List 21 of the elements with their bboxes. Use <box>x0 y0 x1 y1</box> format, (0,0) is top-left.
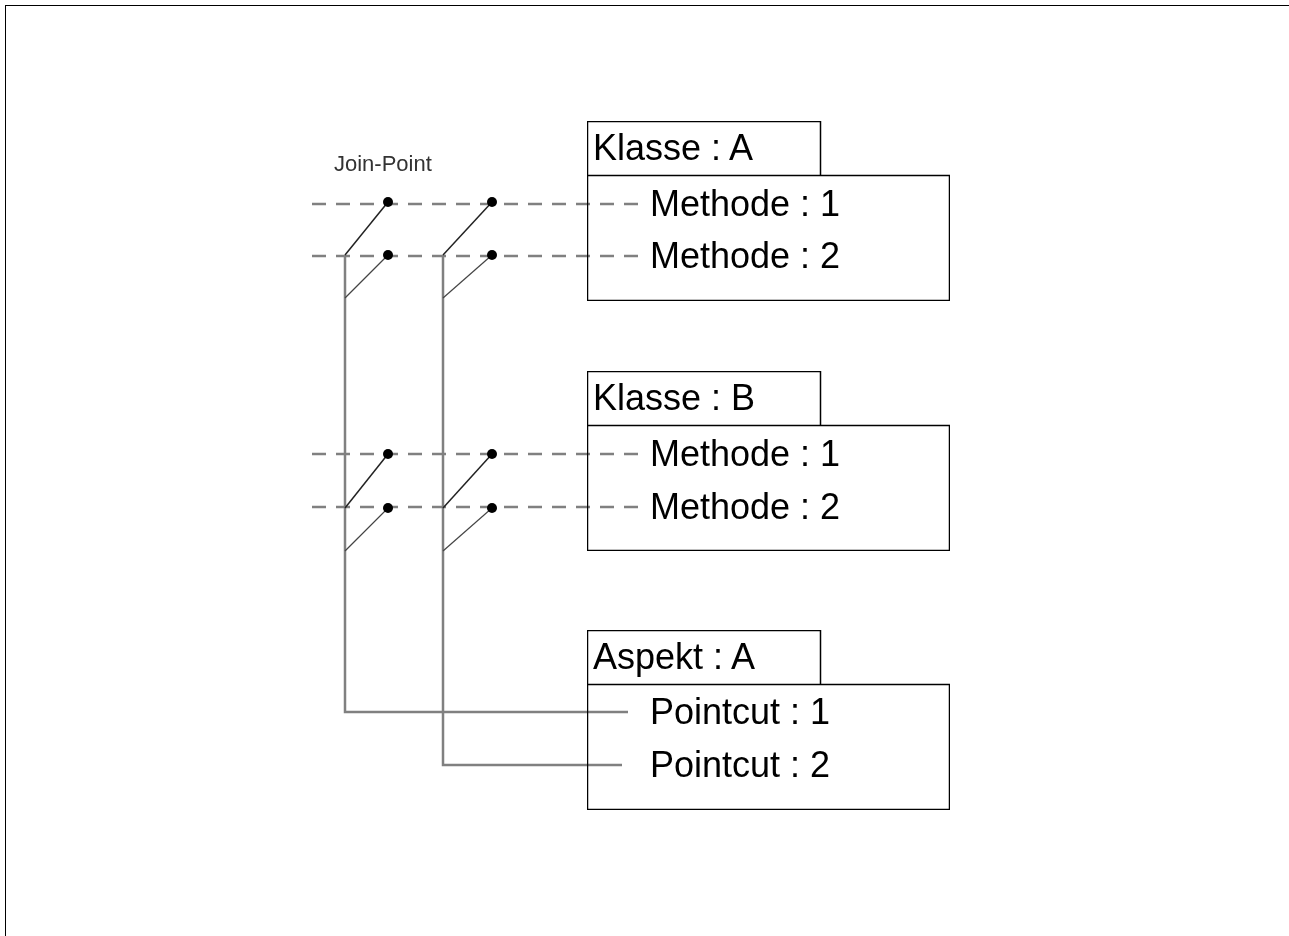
connector-line <box>343 555 628 714</box>
dashed-line <box>312 202 638 206</box>
box-title: Aspekt : A <box>593 637 756 677</box>
box-title: Klasse : B <box>593 378 756 418</box>
dashed-line <box>312 254 638 258</box>
pointcut-label: Pointcut : 2 <box>622 745 831 785</box>
tabbed-box <box>587 121 950 301</box>
method-label: Methode : 1 <box>638 434 841 474</box>
dashed-line <box>312 505 638 509</box>
switch-contacts-drawing <box>342 196 395 555</box>
connector-line <box>441 555 622 767</box>
switch-contacts-drawing <box>440 196 499 555</box>
dashed-line <box>312 452 638 456</box>
annotation-label: Join-Point <box>334 151 432 177</box>
method-label: Methode : 1 <box>638 184 841 224</box>
tabbed-box <box>587 630 950 810</box>
pointcut-label: Pointcut : 1 <box>628 692 831 732</box>
tabbed-box <box>587 371 950 551</box>
method-label: Methode : 2 <box>638 487 841 527</box>
method-label: Methode : 2 <box>638 236 841 276</box>
box-title: Klasse : A <box>593 128 754 168</box>
